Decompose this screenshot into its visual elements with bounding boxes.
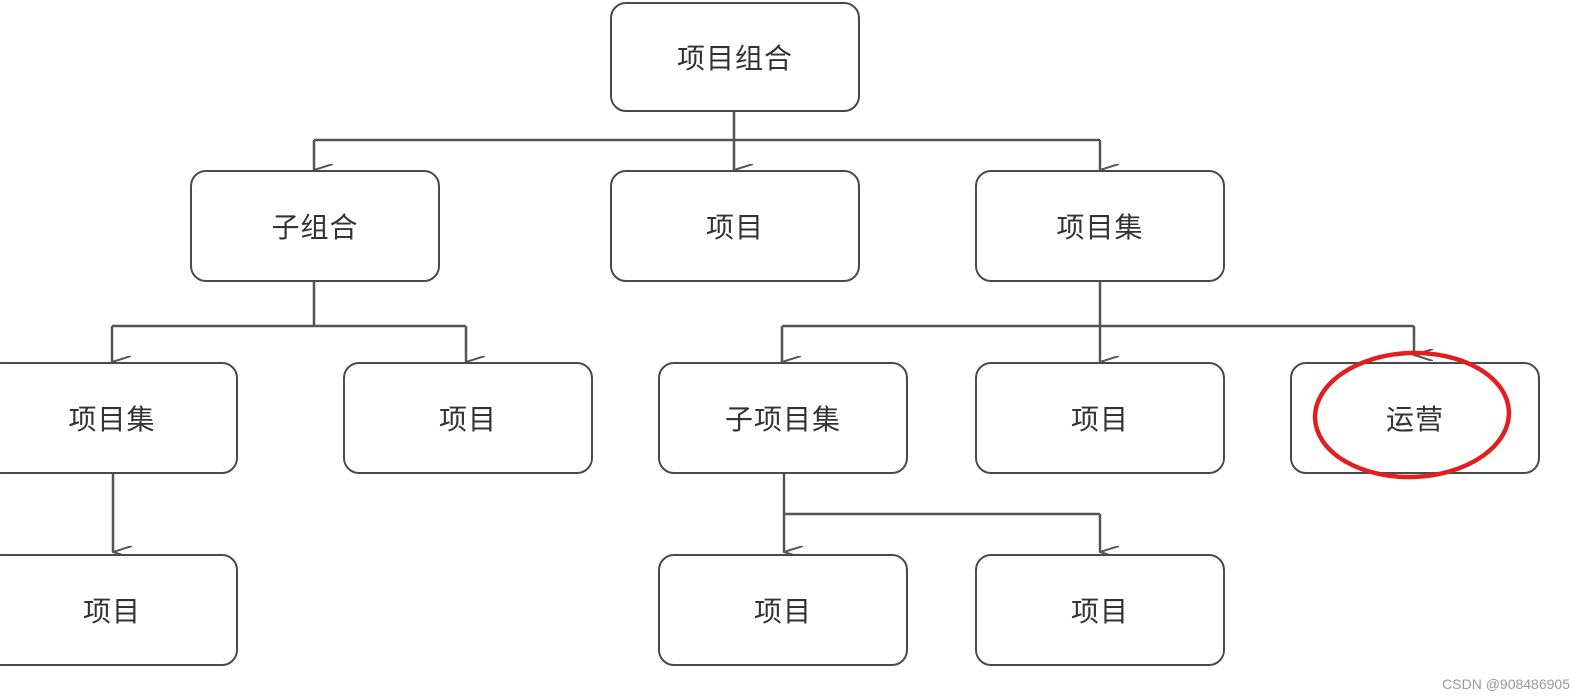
node-sub-program: 子项目集 bbox=[658, 362, 908, 474]
node-project-portfolio: 项目组合 bbox=[610, 2, 860, 112]
node-project-l4-right: 项目 bbox=[975, 554, 1225, 666]
node-sub-portfolio: 子组合 bbox=[190, 170, 440, 282]
node-program-l3-left: 项目集 bbox=[0, 362, 238, 474]
node-project-l3-left: 项目 bbox=[343, 362, 593, 474]
watermark: CSDN @908486905 bbox=[1442, 676, 1570, 692]
node-project-l4-left: 项目 bbox=[0, 554, 238, 666]
node-project-l4-mid: 项目 bbox=[658, 554, 908, 666]
node-operations: 运营 bbox=[1290, 362, 1540, 474]
node-project-l3-mid: 项目 bbox=[975, 362, 1225, 474]
node-project-l2: 项目 bbox=[610, 170, 860, 282]
node-program-l2: 项目集 bbox=[975, 170, 1225, 282]
